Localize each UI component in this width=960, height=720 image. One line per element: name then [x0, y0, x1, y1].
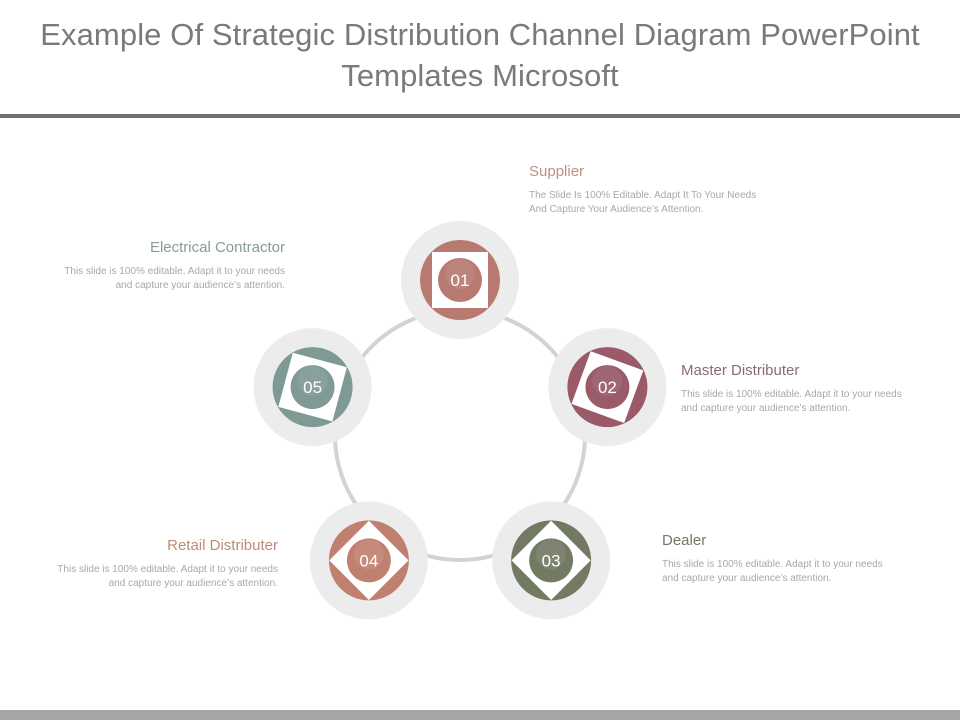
node-number: 01	[451, 271, 470, 290]
node-core	[346, 538, 391, 583]
supplier-description: The Slide Is 100% Editable. Adapt It To …	[529, 190, 757, 215]
label-master-distributer: Master Distributer This slide is 100% ed…	[681, 362, 903, 416]
node-01-supplier: 01	[401, 221, 519, 339]
retail-distributer-description: This slide is 100% editable. Adapt it to…	[57, 564, 278, 589]
dealer-heading: Dealer	[662, 532, 707, 549]
node-number: 05	[303, 378, 322, 397]
master-distributer-heading: Master Distributer	[681, 362, 800, 379]
electrical-contractor-heading: Electrical Contractor	[149, 239, 285, 256]
master-distributer-description: This slide is 100% editable. Adapt it to…	[681, 389, 902, 414]
node-04-retail-distributer: 04	[309, 501, 428, 620]
dealer-description: This slide is 100% editable. Adapt it to…	[662, 559, 883, 584]
node-highlight	[592, 366, 623, 397]
node-highlight	[445, 259, 475, 289]
node-core	[529, 538, 574, 583]
title-line-2: Templates Microsoft	[341, 58, 619, 93]
node-core	[290, 365, 335, 410]
supplier-heading: Supplier	[529, 163, 585, 180]
retail-distributer-heading: Retail Distributer	[167, 537, 278, 554]
node-02-master-distributer: 02	[548, 328, 667, 447]
label-supplier: Supplier The Slide Is 100% Editable. Ada…	[529, 163, 765, 217]
label-electrical-contractor: Electrical Contractor This slide is 100%…	[63, 239, 285, 293]
node-core	[585, 365, 630, 410]
label-retail-distributer: Retail Distributer This slide is 100% ed…	[56, 537, 278, 591]
node-core	[438, 258, 482, 302]
nodes-layer: 01 02 03 04 05	[253, 221, 667, 620]
footer-bar	[0, 710, 960, 720]
node-03-dealer: 03	[492, 501, 611, 620]
label-dealer: Dealer This slide is 100% editable. Adap…	[662, 532, 884, 586]
node-number: 03	[542, 551, 561, 570]
slide-title: Example Of Strategic Distribution Channe…	[0, 14, 960, 96]
title-line-1: Example Of Strategic Distribution Channe…	[40, 17, 920, 52]
title-divider	[0, 114, 960, 118]
node-highlight	[536, 539, 567, 570]
node-highlight	[297, 366, 328, 397]
node-number: 02	[598, 378, 617, 397]
electrical-contractor-description: This slide is 100% editable. Adapt it to…	[64, 266, 285, 291]
node-highlight	[353, 539, 384, 570]
node-05-electrical-contractor: 05	[253, 328, 372, 447]
node-number: 04	[359, 551, 378, 570]
